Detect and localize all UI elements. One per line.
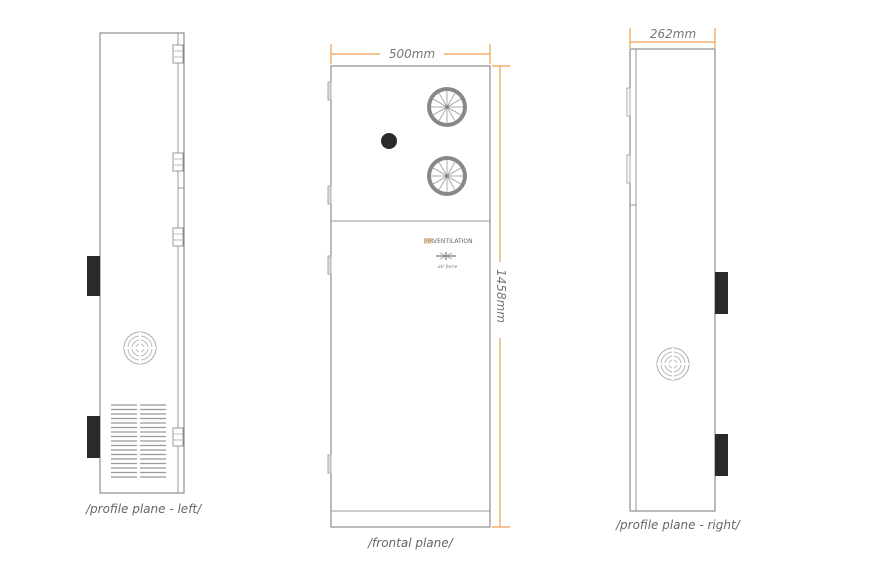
brand-logo-text: MRVENTILATION bbox=[424, 238, 473, 245]
left-cabinet-outline bbox=[99, 32, 185, 494]
height-label: 1458mm bbox=[494, 269, 508, 323]
lock-icon bbox=[381, 133, 397, 149]
fan-icon bbox=[427, 87, 467, 127]
caption-left-profile: /profile plane - left/ bbox=[86, 502, 202, 516]
left-profile-view bbox=[87, 32, 185, 494]
round-grille-icon bbox=[123, 331, 157, 365]
hinge-icon bbox=[172, 44, 184, 64]
left-handle-top bbox=[87, 256, 100, 296]
front-width-dimension: 500mm bbox=[330, 44, 491, 64]
louvre-grille bbox=[111, 404, 166, 478]
right-handle-bottom bbox=[715, 434, 728, 476]
hinge-icon bbox=[172, 152, 184, 172]
right-handle-top bbox=[715, 272, 728, 314]
width-front-label: 500mm bbox=[389, 47, 435, 61]
right-profile-view: 262mm bbox=[626, 27, 728, 512]
hinge-icon bbox=[172, 227, 184, 247]
front-cabinet-outline bbox=[330, 65, 491, 528]
front-view: MRVENTILATION air force 500mm 1458mm bbox=[327, 44, 510, 528]
hinge-icon bbox=[172, 427, 184, 447]
right-cabinet-outline bbox=[629, 48, 716, 512]
width-side-label: 262mm bbox=[650, 27, 696, 41]
brand-tagline: air force bbox=[438, 264, 458, 270]
caption-right-profile: /profile plane - right/ bbox=[616, 518, 740, 532]
left-handle-bottom bbox=[87, 416, 100, 458]
caption-frontal: /frontal plane/ bbox=[368, 536, 453, 550]
plane-logo-icon bbox=[436, 252, 456, 260]
side-width-dimension: 262mm bbox=[629, 27, 716, 48]
fan-icon bbox=[427, 156, 467, 196]
round-grille-icon bbox=[656, 347, 690, 381]
front-height-dimension: 1458mm bbox=[492, 65, 510, 528]
